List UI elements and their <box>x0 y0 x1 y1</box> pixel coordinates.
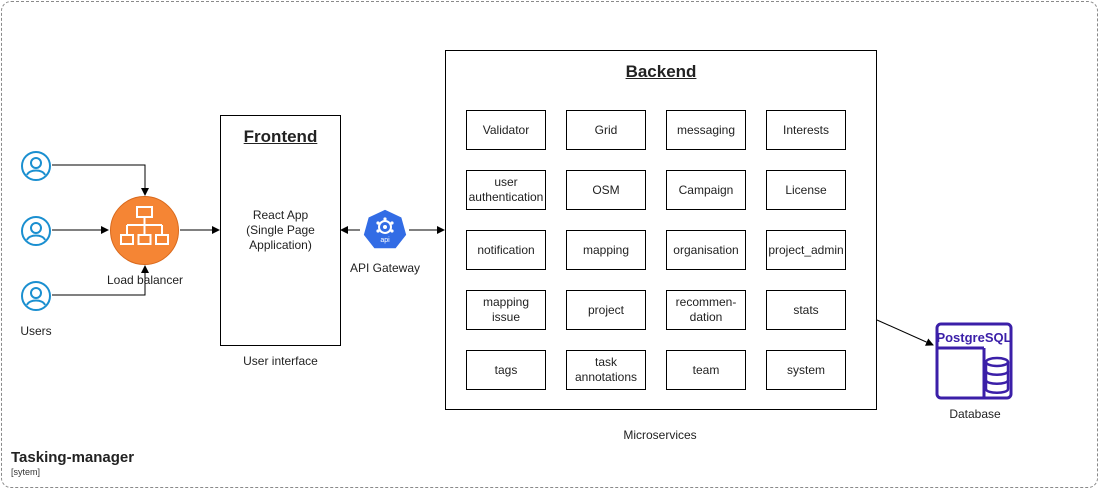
service-box: OSM <box>566 170 646 210</box>
edge-backend-database <box>876 319 934 346</box>
service-box: recommen- dation <box>666 290 746 330</box>
frontend-title: Frontend <box>243 127 318 146</box>
service-box: project <box>566 290 646 330</box>
service-box: notification <box>466 230 546 270</box>
service-box: messaging <box>666 110 746 150</box>
database-label: Database <box>949 407 1001 421</box>
service-box: Interests <box>766 110 846 150</box>
system-subtitle: [sytem] <box>11 467 41 477</box>
service-box: stats <box>766 290 846 330</box>
user-icon <box>21 151 51 181</box>
postgresql-brand: PostgreSQL <box>936 330 1011 345</box>
service-box: system <box>766 350 846 390</box>
service-box: Grid <box>566 110 646 150</box>
backend-caption: Microservices <box>623 428 697 442</box>
service-box: Validator <box>466 110 546 150</box>
edge-user1-lb <box>52 164 149 196</box>
user-icon <box>21 281 51 311</box>
service-box: mapping issue <box>466 290 546 330</box>
api-gateway-icon: api <box>362 208 408 250</box>
user-icon <box>21 216 51 246</box>
api-badge: api <box>380 237 390 244</box>
backend-title: Backend <box>625 62 697 81</box>
service-box: tags <box>466 350 546 390</box>
frontend-caption: User interface <box>243 354 318 368</box>
service-box: team <box>666 350 746 390</box>
service-box: task annotations <box>566 350 646 390</box>
load-balancer-label: Load balancer <box>106 273 184 287</box>
service-box: organisation <box>666 230 746 270</box>
frontend-body: React App (Single Page Application) <box>246 208 315 252</box>
frontend-box <box>220 115 341 346</box>
service-box: Campaign <box>666 170 746 210</box>
users-label: Users <box>20 324 52 338</box>
api-gateway-label: API Gateway <box>349 261 421 275</box>
load-balancer-icon <box>110 196 179 265</box>
system-title: Tasking-manager <box>11 449 135 466</box>
service-box: mapping <box>566 230 646 270</box>
edge-user3-lb <box>52 265 149 296</box>
service-box: License <box>766 170 846 210</box>
service-box: user authentication <box>466 170 546 210</box>
postgresql-database-icon: PostgreSQL <box>935 322 1013 400</box>
service-box: project_admin <box>766 230 846 270</box>
